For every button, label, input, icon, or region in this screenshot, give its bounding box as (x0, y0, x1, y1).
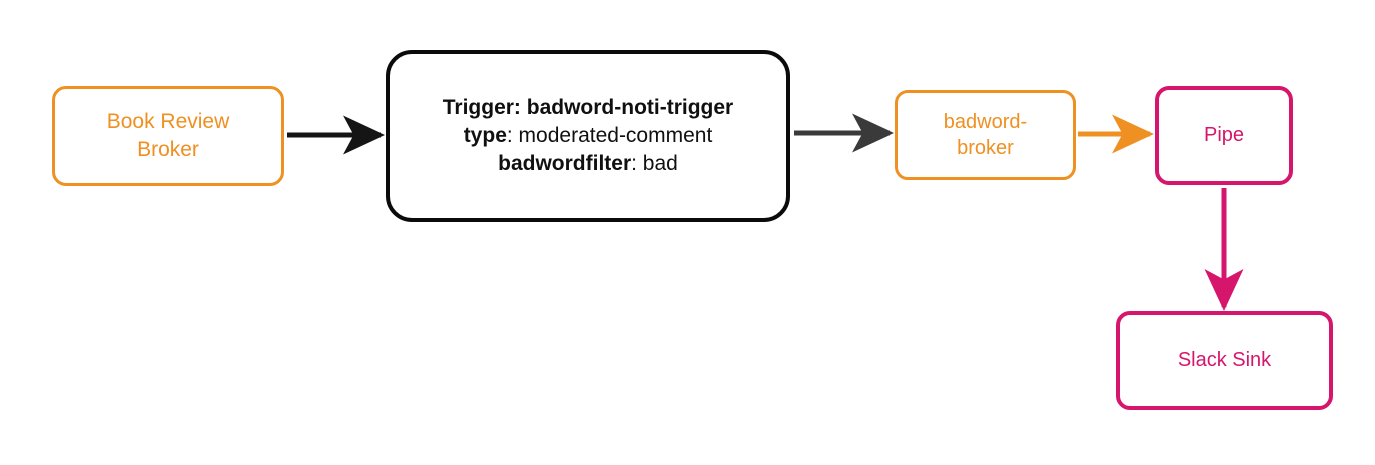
node-book-review-broker-label: Book Review Broker (107, 108, 230, 163)
node-badword-broker-label: badword- broker (944, 109, 1027, 162)
trigger-type-value: : moderated-comment (506, 124, 713, 148)
node-pipe[interactable]: Pipe (1155, 86, 1293, 185)
trigger-line-badwordfilter: badwordfilter: bad (498, 150, 678, 178)
trigger-line-type: type: moderated-comment (464, 122, 713, 150)
trigger-badwordfilter-key: badwordfilter (498, 151, 632, 175)
trigger-type-key: type (463, 124, 507, 148)
node-book-review-broker[interactable]: Book Review Broker (52, 86, 284, 186)
node-badword-broker-label-line2: broker (957, 137, 1014, 159)
node-badword-broker-label-line1: badword- (943, 110, 1028, 133)
trigger-badwordfilter-value: : bad (631, 151, 678, 175)
trigger-name-text: Trigger: badword-noti-trigger (442, 96, 734, 120)
node-book-review-broker-label-line1: Book Review (106, 110, 230, 134)
node-pipe-label: Pipe (1203, 124, 1245, 147)
node-badword-broker[interactable]: badword- broker (895, 90, 1076, 180)
node-trigger[interactable]: Trigger: badword-noti-trigger type: mode… (386, 50, 790, 222)
trigger-line-name: Trigger: badword-noti-trigger (443, 94, 733, 122)
node-slack-sink[interactable]: Slack Sink (1116, 311, 1333, 410)
node-book-review-broker-label-line2: Broker (137, 138, 199, 161)
node-slack-sink-label: Slack Sink (1177, 349, 1272, 372)
